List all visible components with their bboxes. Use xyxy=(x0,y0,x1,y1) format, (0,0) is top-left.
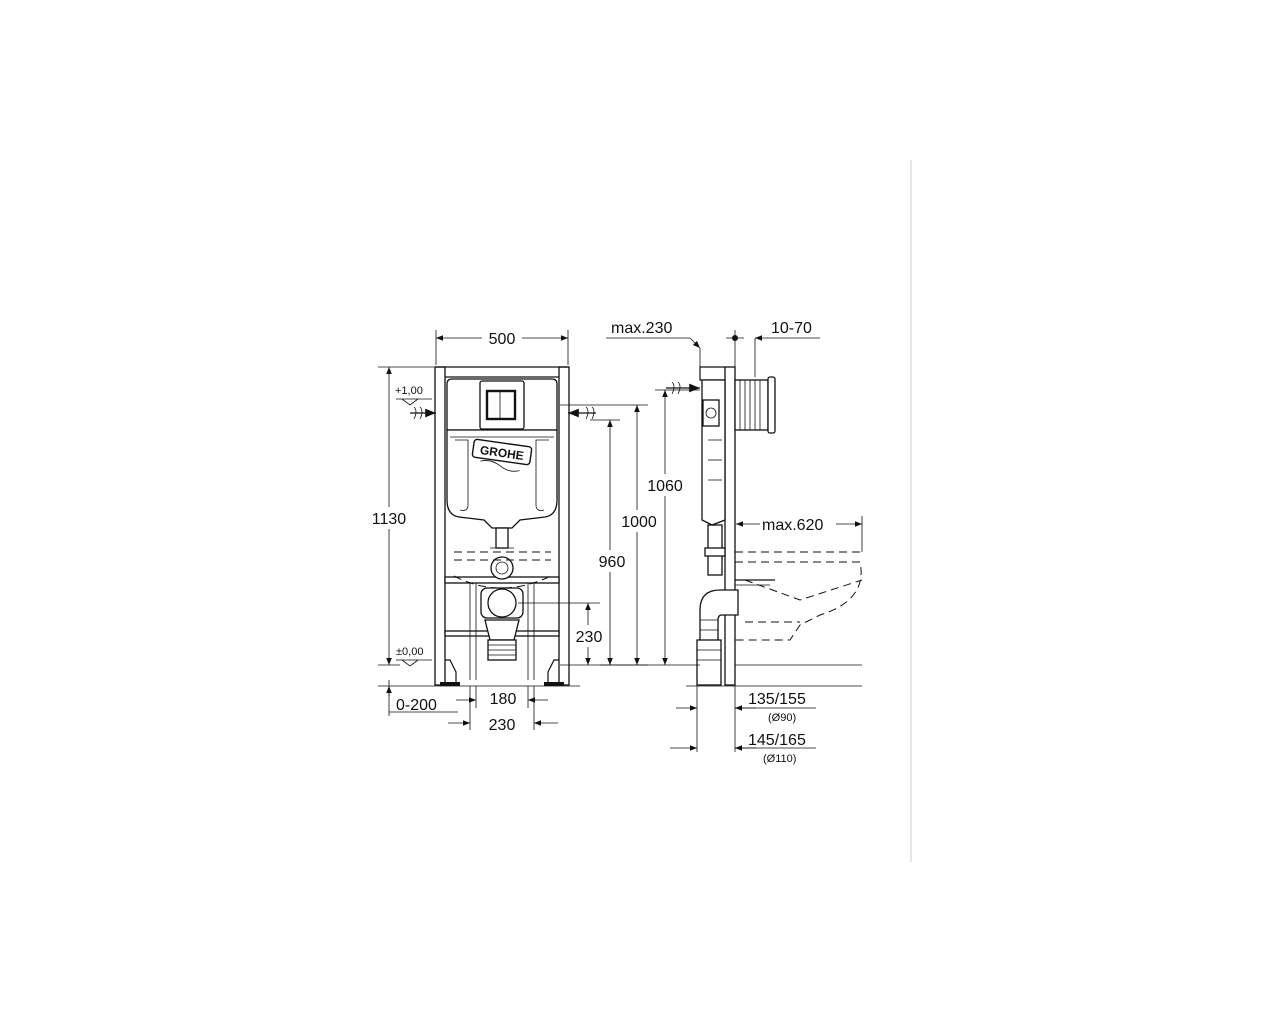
svg-text:GROHE: GROHE xyxy=(479,443,525,463)
svg-text:0-200: 0-200 xyxy=(396,697,437,714)
level-marker-top: +1,00 xyxy=(395,385,432,406)
dimension-max-620: max.620 xyxy=(736,516,863,552)
dimension-180: 180 xyxy=(456,686,548,708)
svg-text:1000: 1000 xyxy=(621,514,657,531)
dimension-0-200: 0-200 xyxy=(386,680,458,716)
svg-text:230: 230 xyxy=(576,629,603,646)
svg-text:max.230: max.230 xyxy=(611,320,672,337)
dimension-10-70: 10-70 xyxy=(726,320,820,377)
dimension-max-230: max.230 xyxy=(606,320,701,367)
dimension-230-width: 230 xyxy=(448,686,558,734)
svg-text:960: 960 xyxy=(599,554,626,571)
toilet-pan-outline xyxy=(735,551,863,666)
frame-posts xyxy=(434,366,570,686)
svg-text:(Ø90): (Ø90) xyxy=(768,712,796,724)
svg-text:1060: 1060 xyxy=(647,478,683,495)
front-view: GROHE xyxy=(367,327,659,734)
svg-text:±0,00: ±0,00 xyxy=(396,646,423,658)
svg-text:+1,00: +1,00 xyxy=(395,385,423,397)
svg-text:180: 180 xyxy=(490,691,517,708)
water-inlet-left xyxy=(410,406,436,420)
dimension-1060: 1060 xyxy=(643,389,700,665)
grohe-logo: GROHE xyxy=(471,438,533,472)
side-frame xyxy=(696,366,776,686)
dimension-135-155: 135/155 (Ø90) xyxy=(676,686,816,752)
dimension-960: 960 xyxy=(590,419,629,665)
svg-text:(Ø110): (Ø110) xyxy=(763,753,796,765)
svg-text:1130: 1130 xyxy=(372,511,407,528)
level-marker-bottom: ±0,00 xyxy=(396,646,432,667)
svg-text:145/165: 145/165 xyxy=(748,732,806,749)
side-view: max.230 10-70 1060 max.620 xyxy=(600,320,863,765)
water-inlet-side xyxy=(666,381,700,395)
dimension-145-165: 145/165 (Ø110) xyxy=(670,732,816,765)
svg-text:500: 500 xyxy=(489,331,516,348)
water-inlet-right xyxy=(568,406,596,420)
svg-text:135/155: 135/155 xyxy=(748,691,806,708)
dimension-1000: 1000 xyxy=(560,404,659,666)
cistern: GROHE xyxy=(446,378,558,661)
svg-text:max.620: max.620 xyxy=(762,517,823,534)
dimension-1130: 1130 xyxy=(367,366,434,666)
svg-text:230: 230 xyxy=(489,717,516,734)
svg-text:10-70: 10-70 xyxy=(771,320,812,337)
dimension-230-height: 230 xyxy=(518,602,606,665)
dimension-500: 500 xyxy=(435,327,569,365)
